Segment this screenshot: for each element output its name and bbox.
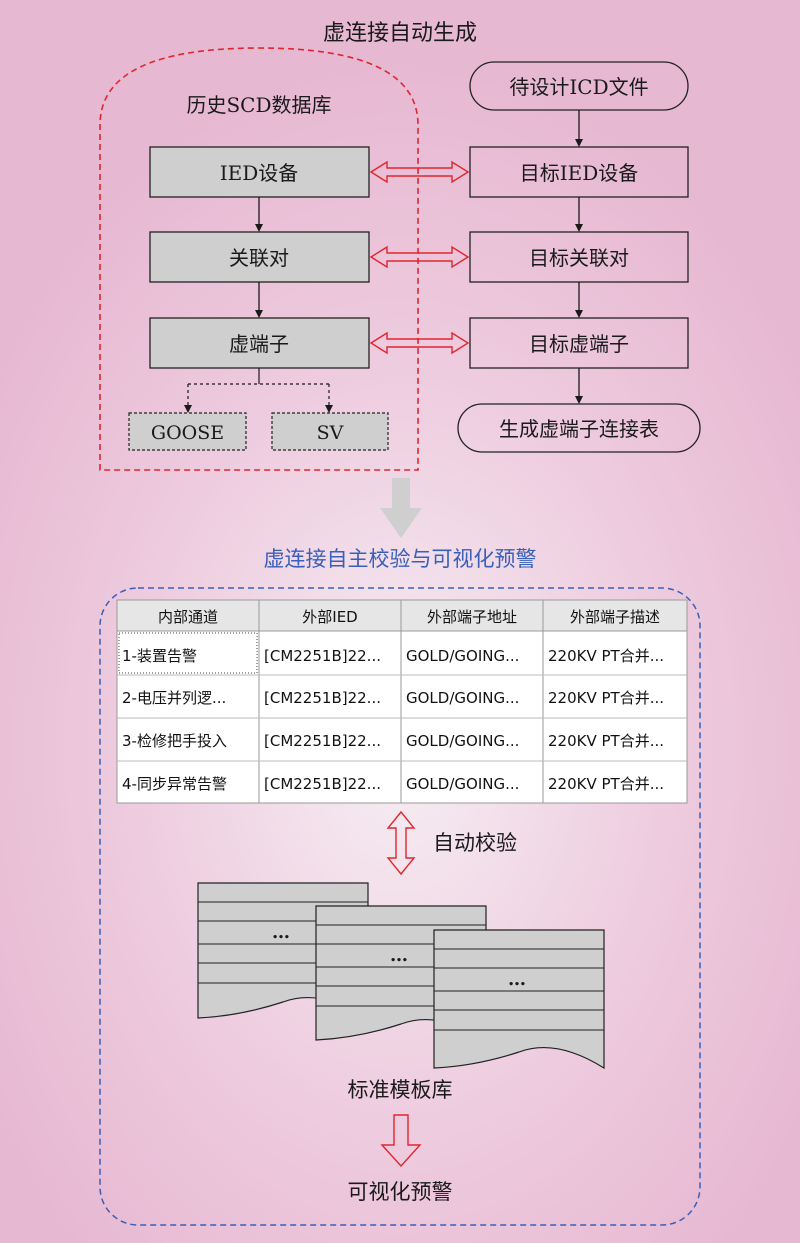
terminal-label: 虚端子 — [229, 332, 289, 356]
connection-table: 内部通道 外部IED 外部端子地址 外部端子描述 1-装置告警 [CM2251B… — [116, 599, 688, 804]
table-cell: 3-检修把手投入 — [122, 732, 227, 750]
table-cell: [CM2251B]22... — [264, 647, 381, 665]
history-db-title: 历史SCD数据库 — [186, 93, 331, 117]
sv-box: SV — [271, 412, 389, 451]
bottom-title: 虚连接自主校验与可视化预警 — [264, 547, 537, 571]
history-db-container — [99, 47, 419, 471]
pair-box: 关联对 — [149, 231, 370, 283]
target-pair-box: 目标关联对 — [469, 231, 689, 283]
template-doc-ellipsis: … — [272, 922, 290, 943]
table-cell: 220KV PT合并... — [548, 647, 664, 665]
verification-container — [99, 587, 701, 1226]
target-ied-box: 目标IED设备 — [469, 146, 689, 198]
match-arrow-terminal — [369, 331, 470, 355]
auto-check-arrow — [386, 810, 416, 876]
terminal-box: 虚端子 — [149, 317, 370, 369]
ied-device-box: IED设备 — [149, 146, 370, 198]
table-header-terminal-address: 外部端子地址 — [427, 608, 517, 626]
match-arrow-ied — [369, 160, 470, 184]
table-cell: 4-同步异常告警 — [122, 775, 227, 793]
table-cell: GOLD/GOING... — [406, 647, 519, 665]
table-header-external-ied: 外部IED — [302, 608, 357, 626]
sv-label: SV — [317, 422, 344, 444]
icd-file-label: 待设计ICD文件 — [509, 75, 648, 99]
table-row: 1-装置告警 [CM2251B]22... GOLD/GOING... 220K… — [122, 647, 664, 665]
template-doc-3: … — [433, 929, 605, 1070]
match-arrow-pair — [369, 245, 470, 269]
template-doc-ellipsis: … — [390, 945, 408, 966]
target-terminal-box: 目标虚端子 — [469, 317, 689, 369]
target-pair-label: 目标关联对 — [529, 246, 629, 270]
table-cell: [CM2251B]22... — [264, 732, 381, 750]
template-doc-ellipsis: … — [508, 969, 526, 990]
pair-label: 关联对 — [229, 246, 289, 270]
template-lib-label: 标准模板库 — [348, 1078, 453, 1102]
section-transition-arrow — [380, 478, 422, 538]
auto-check-label: 自动校验 — [433, 831, 517, 855]
table-cell: [CM2251B]22... — [264, 689, 381, 707]
goose-box: GOOSE — [128, 412, 247, 451]
target-terminal-label: 目标虚端子 — [529, 332, 629, 356]
table-cell: 220KV PT合并... — [548, 689, 664, 707]
table-header-internal-channel: 内部通道 — [158, 608, 218, 626]
connection-table-label: 生成虚端子连接表 — [499, 417, 659, 441]
table-header-terminal-desc: 外部端子描述 — [570, 608, 660, 626]
table-cell: 1-装置告警 — [122, 647, 197, 665]
table-cell: 2-电压并列逻... — [122, 689, 226, 707]
visual-warning-label: 可视化预警 — [348, 1180, 453, 1204]
warning-arrow — [380, 1114, 422, 1168]
ied-device-label: IED设备 — [220, 161, 299, 185]
table-cell: 220KV PT合并... — [548, 732, 664, 750]
table-row: 3-检修把手投入 [CM2251B]22... GOLD/GOING... 22… — [122, 732, 664, 750]
table-row: 4-同步异常告警 [CM2251B]22... GOLD/GOING... 22… — [122, 775, 664, 793]
table-cell: GOLD/GOING... — [406, 689, 519, 707]
table-cell: [CM2251B]22... — [264, 775, 381, 793]
table-cell: GOLD/GOING... — [406, 775, 519, 793]
terminal-branch — [184, 368, 333, 413]
icd-file-terminator: 待设计ICD文件 — [469, 61, 689, 111]
target-ied-label: 目标IED设备 — [520, 161, 639, 185]
table-cell: 220KV PT合并... — [548, 775, 664, 793]
top-title: 虚连接自动生成 — [323, 21, 477, 46]
table-row: 2-电压并列逻... [CM2251B]22... GOLD/GOING... … — [122, 689, 664, 707]
goose-label: GOOSE — [151, 422, 224, 444]
connection-table-terminator: 生成虚端子连接表 — [457, 403, 701, 453]
table-cell: GOLD/GOING... — [406, 732, 519, 750]
